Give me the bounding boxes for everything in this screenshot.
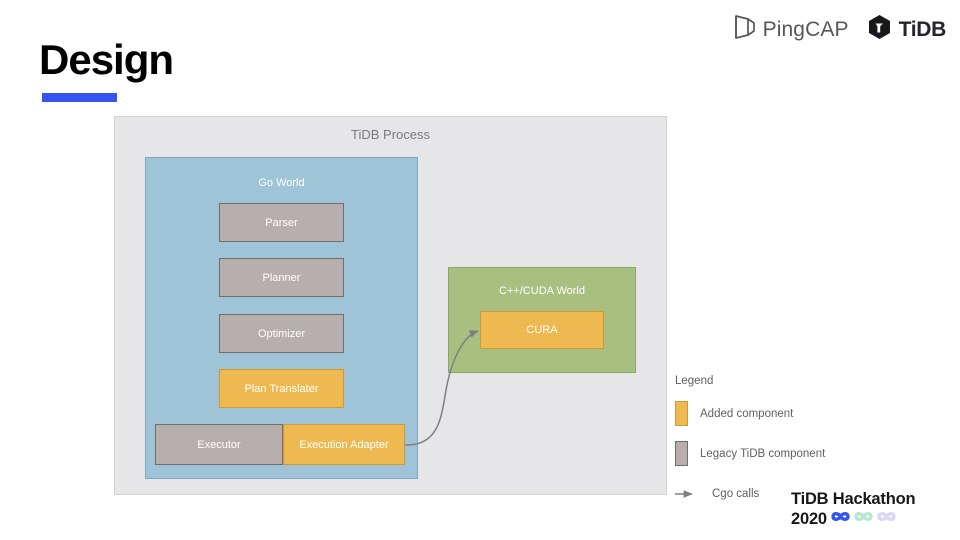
- legend-swatch-added-icon: [675, 401, 688, 426]
- hackathon-title: TiDB Hackathon: [791, 490, 916, 508]
- component-parser: Parser: [219, 203, 344, 242]
- legend-arrow-icon: [675, 481, 700, 506]
- tidb-process-label: TiDB Process: [351, 127, 430, 142]
- pingcap-logo-icon: [734, 14, 756, 45]
- hackathon-year: 2020: [791, 509, 827, 528]
- legend: Legend Added component Legacy TiDB compo…: [675, 375, 885, 521]
- legend-label-added-component: Added component: [700, 407, 794, 420]
- legend-item-legacy-component: Legacy TiDB component: [675, 441, 885, 466]
- page-title: Design: [39, 36, 174, 83]
- component-executor: Executor: [155, 424, 283, 465]
- legend-item-cgo-calls: Cgo calls: [675, 481, 885, 506]
- hackathon-year-row: 2020: [791, 508, 941, 530]
- infinity-marks-icon: [829, 508, 901, 530]
- go-world-label: Go World: [258, 177, 305, 189]
- legend-item-added-component: Added component: [675, 401, 885, 426]
- legend-title: Legend: [675, 375, 714, 387]
- component-plan-translater: Plan Translater: [219, 369, 344, 408]
- tidb-hexagon-logo-icon: [867, 14, 892, 45]
- legend-label-legacy-component: Legacy TiDB component: [700, 447, 826, 460]
- tidb-logo-lockup: TiDB: [867, 14, 946, 45]
- pingcap-logo-lockup: PingCAP: [734, 14, 849, 45]
- pingcap-wordmark: PingCAP: [762, 17, 849, 41]
- component-optimizer: Optimizer: [219, 314, 344, 353]
- legend-label-cgo-calls: Cgo calls: [712, 487, 760, 500]
- component-planner: Planner: [219, 258, 344, 297]
- component-cura: CURA: [480, 311, 604, 349]
- brand-logo-row: PingCAP TiDB: [734, 14, 946, 45]
- hackathon-logo: TiDB Hackathon 2020: [791, 490, 941, 530]
- cuda-world-label: C++/CUDA World: [499, 285, 585, 297]
- tidb-wordmark: TiDB: [898, 17, 947, 41]
- legend-swatch-legacy-icon: [675, 441, 688, 466]
- title-underline-rule: [42, 93, 117, 102]
- component-execution-adapter: Execution Adapter: [283, 424, 405, 465]
